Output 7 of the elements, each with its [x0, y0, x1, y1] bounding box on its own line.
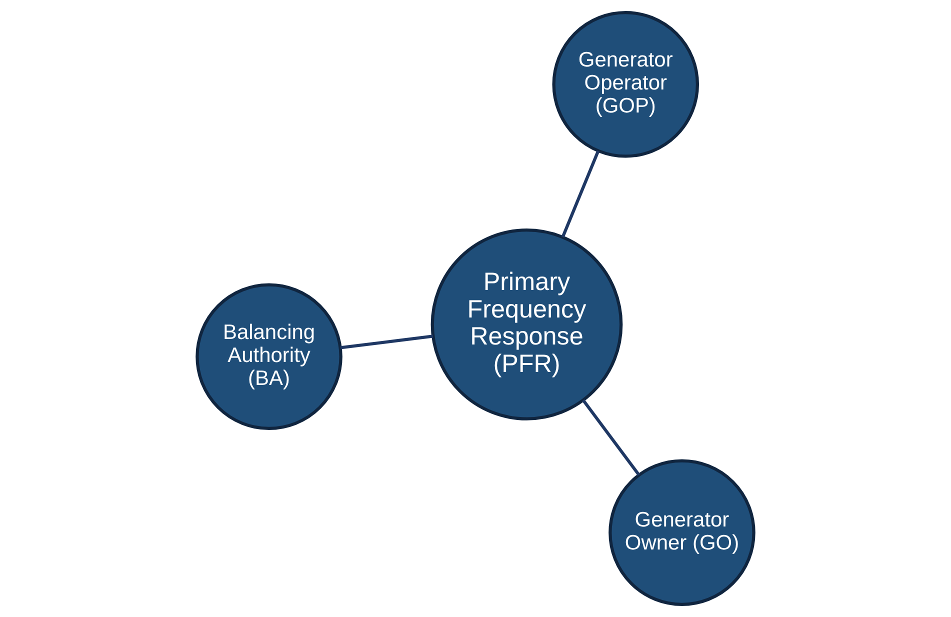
connector — [582, 399, 640, 476]
node-circle: Generator Owner (GO) — [608, 459, 756, 606]
node-circle: Balancing Authority (BA) — [196, 283, 342, 430]
node-circle: Generator Operator (GOP) — [552, 11, 700, 158]
connector — [340, 334, 434, 350]
node-circle: Primary Frequency Response (PFR) — [430, 228, 623, 420]
connector — [561, 150, 600, 238]
